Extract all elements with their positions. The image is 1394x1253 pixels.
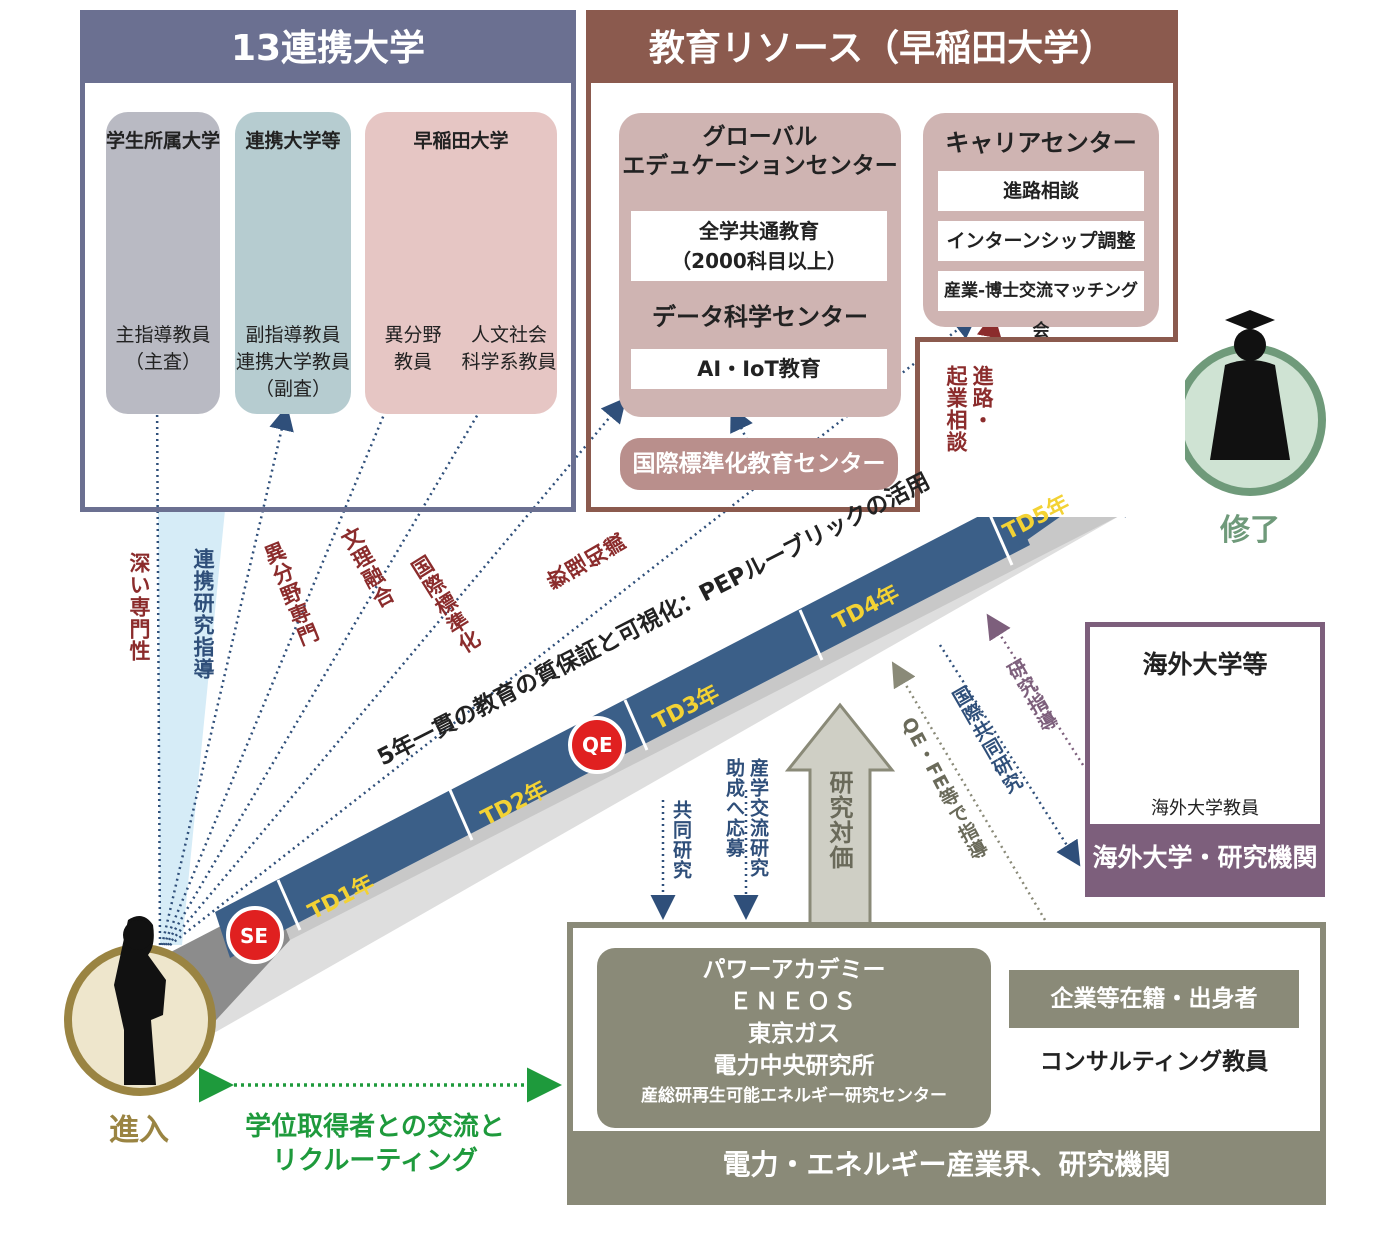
data-science-title: データ科学センター: [652, 303, 868, 331]
main-arrow: [165, 402, 1180, 1045]
resources-title: 教育リソース（早稲田大学）: [591, 15, 1173, 83]
exchange-label: 学位取得者との交流と リクルーティング: [245, 1112, 505, 1176]
start-label: 進入: [109, 1113, 169, 1148]
industry-frame: パワーアカデミー ＥＮＥＯＳ 東京ガス 電力中央研究所 産総研再生可能エネルギー…: [567, 922, 1326, 1205]
enrolled-box: 企業等在籍・出身者: [1009, 970, 1299, 1028]
sub-advisor-label: 副指導教員 連携大学教員 （副査）: [235, 324, 350, 400]
career-center-title: キャリアセンター: [945, 129, 1137, 157]
panel-home-university: 学生所属大学 主指導教員 （主査）: [106, 112, 220, 414]
line-sub-advisor: [160, 405, 294, 946]
entrant-figure: [64, 916, 216, 1096]
line-career-center: [169, 313, 978, 946]
company-power-academy: パワーアカデミー: [702, 957, 886, 983]
interdisciplinary-label: 異分野 教員: [384, 324, 442, 373]
career-item: 進路相談: [938, 171, 1144, 211]
line-qefe: [891, 661, 1047, 921]
company-tokyo-gas: 東京ガス: [748, 1021, 840, 1047]
finish-label: 修了: [1220, 513, 1280, 548]
panel-title: 学生所属大学: [106, 130, 221, 152]
resources-frame: 教育リソース（早稲田大学） グローバル エデュケーションセンター 全学共通教育 …: [586, 10, 1178, 512]
graduate-figure: [1174, 310, 1326, 496]
overseas-footer: 海外大学・研究機関: [1090, 824, 1320, 892]
common-education-box: 全学共通教育 （2000科目以上）: [631, 211, 887, 281]
panel-waseda: 早稲田大学 異分野 教員 人文社会 科学系教員: [365, 112, 557, 414]
humanities-label: 人文社会 科学系教員: [461, 324, 557, 373]
badge-se: SE: [240, 924, 269, 948]
label-deep-expertise: 深い専門性: [127, 552, 151, 662]
line-interdisciplinary: [162, 378, 401, 946]
line-intl-joint: [938, 644, 1081, 867]
intl-standardization-center: 国際標準化教育センター: [620, 438, 898, 490]
badge-fe: FE: [1090, 451, 1118, 475]
label-career-consult: 進路・ 起業相談: [944, 365, 994, 453]
panel-title: 連携大学等: [245, 130, 341, 152]
guidance-fan: [158, 510, 225, 945]
label-joint-research: 共同研究: [670, 800, 692, 880]
universities-frame: 13連携大学 学生所属大学 主指導教員 （主査） 連携大学等 副指導教員 連携大…: [80, 10, 576, 512]
line-humanities: [164, 376, 501, 946]
companies-box: パワーアカデミー ＥＮＥＯＳ 東京ガス 電力中央研究所 産総研再生可能エネルギー…: [597, 948, 991, 1128]
industry-footer: 電力・エネルギー産業界、研究機関: [573, 1131, 1320, 1199]
overseas-faculty-label: 海外大学教員: [1151, 798, 1259, 819]
line-main-advisor: [144, 382, 170, 946]
company-eneos: ＥＮＥＯＳ: [729, 989, 859, 1015]
consulting-faculty: コンサルティング教員: [1039, 1049, 1269, 1075]
label-industry-exchange: 産学交流研究 助成へ応募: [723, 758, 769, 878]
line-std-to-data: [730, 405, 753, 441]
universities-title: 13連携大学: [85, 15, 571, 83]
company-criepi: 電力中央研究所: [713, 1053, 875, 1079]
global-education-center: グローバル エデュケーションセンター 全学共通教育 （2000科目以上） データ…: [619, 113, 901, 417]
panel-partner-university: 連携大学等 副指導教員 連携大学教員 （副査）: [235, 112, 351, 414]
company-aist: 産総研再生可能エネルギー研究センター: [641, 1086, 947, 1106]
global-center-title: グローバル エデュケーションセンター: [622, 124, 898, 179]
label-compensation: 研究対価: [825, 770, 853, 870]
overseas-title: 海外大学等: [1142, 650, 1268, 679]
ai-iot-box: AI・IoT教育: [631, 349, 887, 389]
main-advisor-label: 主指導教員 （主査）: [115, 324, 211, 373]
career-center: キャリアセンター 進路相談 インターンシップ調整 産業-博士交流マッチング会: [923, 113, 1159, 341]
career-item: インターンシップ調整: [938, 221, 1144, 261]
label-collab-guidance: 連携研究指導: [191, 548, 215, 680]
panel-title: 早稲田大学: [413, 130, 509, 152]
overseas-frame: 海外大学等 海外大学教員 海外大学・研究機関: [1085, 622, 1325, 897]
line-overseas-guidance: [986, 613, 1085, 766]
compensation-arrow: [784, 702, 896, 927]
career-item: 産業-博士交流マッチング会: [938, 271, 1144, 341]
badge-qe: QE: [582, 733, 613, 757]
